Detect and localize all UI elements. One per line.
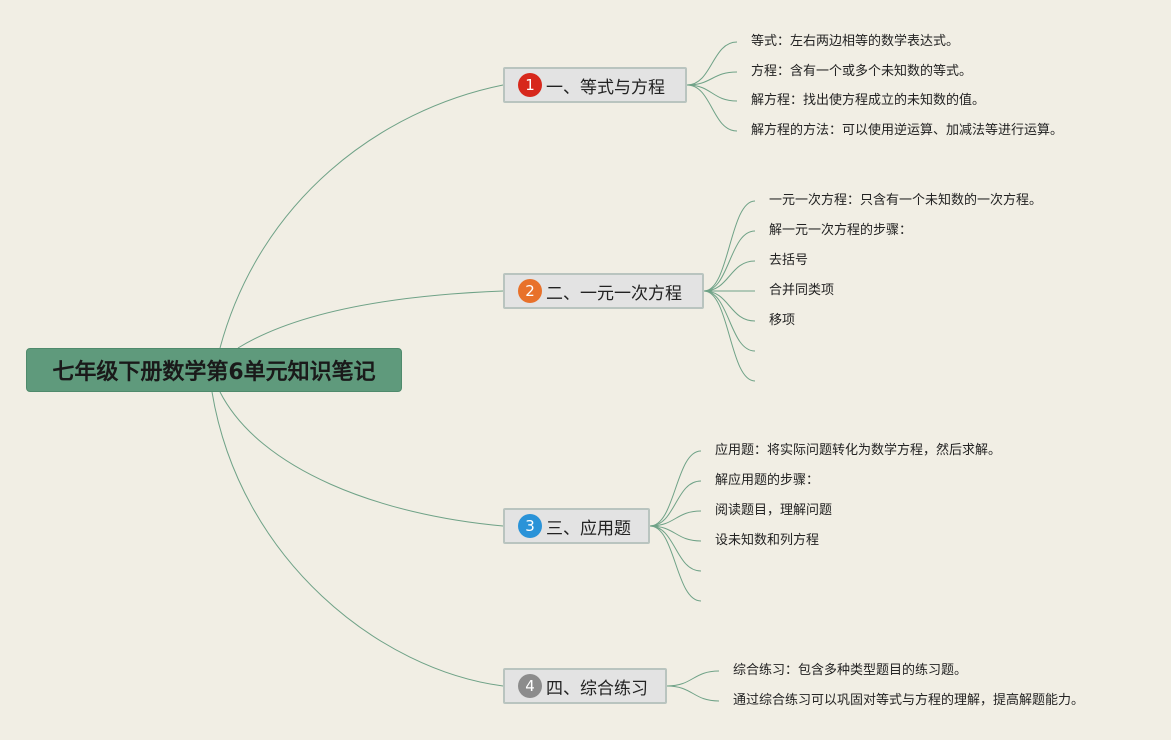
connector-root-topic-4 bbox=[211, 391, 504, 687]
badge-1-icon: 1 bbox=[518, 73, 542, 97]
topic-equation-and-equality[interactable]: 1 一、等式与方程 bbox=[503, 67, 687, 103]
connector-topic-2-leaf-5 bbox=[703, 290, 756, 322]
leaf-item[interactable]: 方程：含有一个或多个未知数的等式。 bbox=[751, 64, 973, 79]
badge-4-icon: 4 bbox=[518, 674, 542, 698]
leaf-item[interactable]: 通过综合练习可以巩固对等式与方程的理解，提高解题能力。 bbox=[733, 693, 1085, 708]
connector-topic-2-leaf-2 bbox=[703, 230, 756, 292]
leaf-item[interactable]: 解应用题的步骤： bbox=[715, 473, 820, 488]
connector-topic-1-leaf-2 bbox=[686, 71, 738, 86]
root-title: 七年级下册数学第6单元知识笔记 bbox=[52, 360, 376, 385]
connector-topic-3-leaf-5 bbox=[649, 525, 702, 572]
leaf-item[interactable]: 合并同类项 bbox=[769, 283, 835, 298]
topic-linear-equation[interactable]: 2 二、一元一次方程 bbox=[503, 273, 704, 309]
connector-topic-1-leaf-1 bbox=[686, 41, 738, 86]
leaf-item[interactable]: 去括号 bbox=[769, 253, 809, 268]
leaf-item[interactable]: 移项 bbox=[769, 313, 796, 328]
topic-label: 三、应用题 bbox=[546, 518, 631, 539]
connector-root-topic-1 bbox=[219, 84, 504, 349]
connector-root-topic-3 bbox=[219, 391, 504, 527]
leaf-item[interactable]: 综合练习：包含多种类型题目的练习题。 bbox=[733, 663, 968, 678]
connector-topic-1-leaf-3 bbox=[686, 84, 738, 102]
connector-topic-3-leaf-3 bbox=[649, 510, 702, 527]
topic-comprehensive-practice[interactable]: 4 四、综合练习 bbox=[503, 668, 667, 704]
leaf-item[interactable]: 阅读题目，理解问题 bbox=[715, 503, 833, 518]
leaf-item[interactable]: 应用题：将实际问题转化为数学方程，然后求解。 bbox=[715, 443, 1002, 458]
connector-topic-3-leaf-1 bbox=[649, 450, 702, 527]
connector-topic-4-leaf-1 bbox=[666, 670, 720, 687]
connector-root-topic-2 bbox=[237, 290, 504, 349]
connector-topic-2-leaf-6 bbox=[703, 290, 756, 352]
leaf-item[interactable]: 解方程的方法：可以使用逆运算、加减法等进行运算。 bbox=[751, 123, 1064, 138]
badge-3-icon: 3 bbox=[518, 514, 542, 538]
topic-label: 一、等式与方程 bbox=[546, 77, 665, 98]
connector-topic-3-leaf-2 bbox=[649, 480, 702, 527]
connector-topic-4-leaf-2 bbox=[666, 685, 720, 702]
connector-topic-3-leaf-4 bbox=[649, 525, 702, 542]
badge-2-icon: 2 bbox=[518, 279, 542, 303]
leaf-item[interactable]: 解一元一次方程的步骤： bbox=[769, 223, 913, 238]
leaf-item[interactable]: 等式：左右两边相等的数学表达式。 bbox=[751, 34, 960, 49]
connector-topic-2-leaf-7 bbox=[703, 290, 756, 382]
leaf-item[interactable]: 一元一次方程：只含有一个未知数的一次方程。 bbox=[769, 193, 1043, 208]
connector-topic-2-leaf-3 bbox=[703, 260, 756, 292]
root-node[interactable]: 七年级下册数学第6单元知识笔记 bbox=[26, 348, 402, 392]
leaf-item[interactable]: 解方程：找出使方程成立的未知数的值。 bbox=[751, 93, 986, 108]
connector-topic-1-leaf-4 bbox=[686, 84, 738, 132]
leaf-item[interactable]: 设未知数和列方程 bbox=[715, 533, 820, 548]
connector-topic-2-leaf-1 bbox=[703, 200, 756, 292]
topic-label: 二、一元一次方程 bbox=[546, 283, 682, 304]
connector-topic-3-leaf-6 bbox=[649, 525, 702, 602]
topic-word-problems[interactable]: 3 三、应用题 bbox=[503, 508, 650, 544]
topic-label: 四、综合练习 bbox=[546, 678, 648, 699]
